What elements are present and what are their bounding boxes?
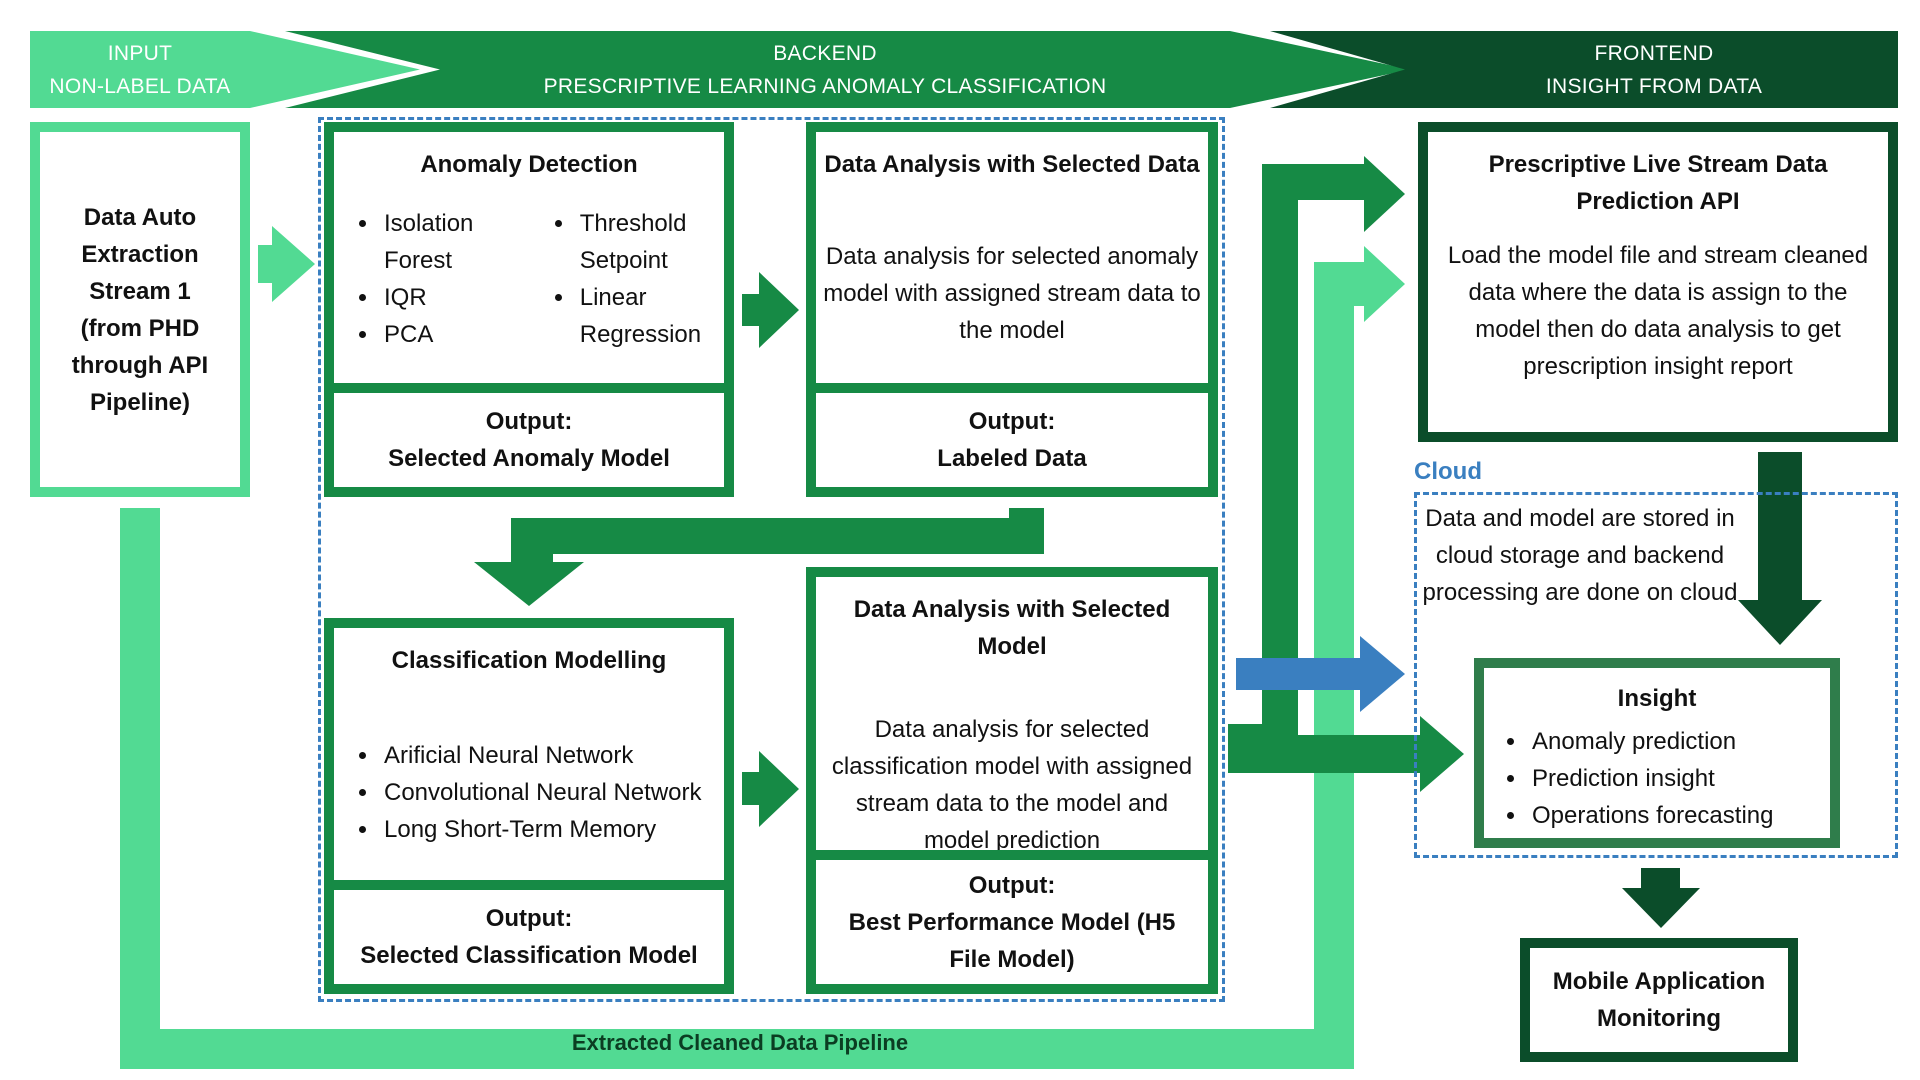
data-analysis-model-title: Data Analysis with Selected Model — [853, 596, 1171, 660]
output-label: Output: — [968, 408, 1056, 435]
source-line-3: Stream 1 — [89, 277, 191, 305]
connector-backend-to-insight — [1228, 735, 1428, 773]
header-backend-line1: BACKEND — [773, 41, 877, 65]
anomaly-method: IQR — [380, 279, 532, 316]
output-value: Selected Anomaly Model — [388, 445, 670, 472]
anomaly-method: PCA — [380, 316, 532, 353]
source-line-2: Extraction — [81, 240, 199, 268]
classification-body: Classification Modelling Arificial Neura… — [334, 628, 724, 848]
classification-method: Convolutional Neural Network — [380, 774, 718, 811]
arrow-insight-to-mobile — [1622, 868, 1700, 928]
output-value: Labeled Data — [937, 445, 1087, 472]
mobile-monitoring-box: Mobile Application Monitoring — [1520, 938, 1798, 1062]
pipeline-label: Extracted Cleaned Data Pipeline — [571, 1030, 909, 1055]
connector-backend-to-cloud — [1236, 658, 1364, 690]
arrow-classification-to-analysis — [742, 751, 799, 827]
data-analysis-model-output: Output: Best Performance Model (H5 File … — [816, 850, 1208, 984]
pipeline-arrowhead — [1314, 246, 1405, 322]
mobile-monitoring-title: Mobile Application Monitoring — [1552, 968, 1766, 1032]
source-line-1: Data Auto — [83, 203, 197, 231]
data-analysis-data-box: Data Analysis with Selected Data Data an… — [806, 122, 1218, 497]
header-banner-backend — [285, 31, 1410, 108]
classification-method: Long Short-Term Memory — [380, 811, 718, 848]
insight-list: Anomaly prediction Prediction insight Op… — [1502, 723, 1830, 834]
header-backend: BACKEND PRESCRIPTIVE LEARNING ANOMALY CL… — [440, 31, 1210, 108]
output-value: Best Performance Model (H5 File Model) — [848, 908, 1176, 973]
arrow-model-to-api — [1364, 156, 1405, 232]
header-input-line1: INPUT — [107, 41, 173, 65]
classification-box: Classification Modelling Arificial Neura… — [324, 618, 734, 994]
backend-region — [318, 117, 1225, 1002]
arrow-backend-to-cloud — [1360, 636, 1405, 712]
data-analysis-data-output: Output: Labeled Data — [816, 383, 1208, 487]
output-label: Output: — [485, 905, 573, 932]
insight-box: Insight Anomaly prediction Prediction in… — [1474, 658, 1840, 848]
insight-item: Operations forecasting — [1528, 797, 1830, 834]
header-banner-frontend — [1270, 31, 1898, 108]
data-analysis-data-title: Data Analysis with Selected Data — [824, 151, 1200, 178]
data-analysis-data-body: Data Analysis with Selected Data Data an… — [816, 132, 1208, 349]
prediction-api-title: Prescriptive Live Stream Data Prediction… — [1488, 151, 1828, 215]
arrow-anomaly-to-analysis — [742, 272, 799, 348]
anomaly-detection-title: Anomaly Detection — [420, 151, 638, 178]
header-banner-input — [30, 31, 420, 108]
anomaly-method: Linear Regression — [576, 279, 718, 353]
anomaly-detection-body: Anomaly Detection Isolation Forest IQR P… — [334, 132, 724, 353]
classification-output: Output: Selected Classification Model — [334, 880, 724, 984]
output-label: Output: — [485, 408, 573, 435]
source-line-5: through API — [71, 351, 209, 379]
anomaly-methods-right: Threshold Setpoint Linear Regression — [550, 205, 718, 353]
header-input: INPUT NON-LABEL DATA — [30, 31, 250, 108]
classification-title: Classification Modelling — [391, 647, 667, 674]
arrow-labeled-to-classification — [474, 508, 1044, 606]
header-frontend: FRONTEND INSIGHT FROM DATA — [1410, 31, 1898, 108]
data-analysis-model-box: Data Analysis with Selected Model Data a… — [806, 567, 1218, 994]
data-analysis-data-description: Data analysis for selected anomaly model… — [823, 243, 1201, 344]
cloud-label: Cloud — [1414, 458, 1482, 485]
source-box: Data Auto Extraction Stream 1 (from PHD … — [30, 122, 250, 497]
anomaly-methods-left: Isolation Forest IQR PCA — [354, 205, 532, 353]
anomaly-detection-box: Anomaly Detection Isolation Forest IQR P… — [324, 122, 734, 497]
header-frontend-line1: FRONTEND — [1594, 41, 1714, 65]
data-analysis-model-description: Data analysis for selected classificatio… — [831, 716, 1193, 854]
header-input-line2: NON-LABEL DATA — [49, 74, 231, 98]
prediction-api-body: Prescriptive Live Stream Data Prediction… — [1428, 132, 1888, 385]
insight-item: Prediction insight — [1528, 760, 1830, 797]
cloud-region — [1414, 492, 1898, 858]
source-line-4: (from PHD — [80, 314, 200, 342]
data-analysis-model-body: Data Analysis with Selected Model Data a… — [816, 577, 1208, 859]
anomaly-method-lists: Isolation Forest IQR PCA Threshold Setpo… — [340, 205, 718, 353]
header-frontend-line2: INSIGHT FROM DATA — [1545, 74, 1763, 98]
anomaly-method: Threshold Setpoint — [576, 205, 718, 279]
arrow-input-to-anomaly — [258, 226, 315, 302]
prediction-api-description: Load the model file and stream cleaned d… — [1447, 242, 1869, 380]
arrow-backend-to-insight — [1420, 716, 1464, 792]
cloud-description: Data and model are stored in cloud stora… — [1422, 505, 1738, 606]
insight-title: Insight — [1617, 685, 1697, 712]
output-label: Output: — [968, 871, 1056, 899]
output-value: Selected Classification Model — [360, 942, 698, 969]
arrow-api-to-insight — [1738, 452, 1822, 645]
anomaly-detection-output: Output: Selected Anomaly Model — [334, 383, 724, 487]
header-backend-line2: PRESCRIPTIVE LEARNING ANOMALY CLASSIFICA… — [543, 74, 1107, 98]
insight-item: Anomaly prediction — [1528, 723, 1830, 760]
source-line-6: Pipeline) — [89, 388, 191, 416]
prediction-api-box: Prescriptive Live Stream Data Prediction… — [1418, 122, 1898, 442]
classification-method: Arificial Neural Network — [380, 737, 718, 774]
classification-methods: Arificial Neural Network Convolutional N… — [354, 737, 718, 848]
anomaly-method: Isolation Forest — [380, 205, 532, 279]
